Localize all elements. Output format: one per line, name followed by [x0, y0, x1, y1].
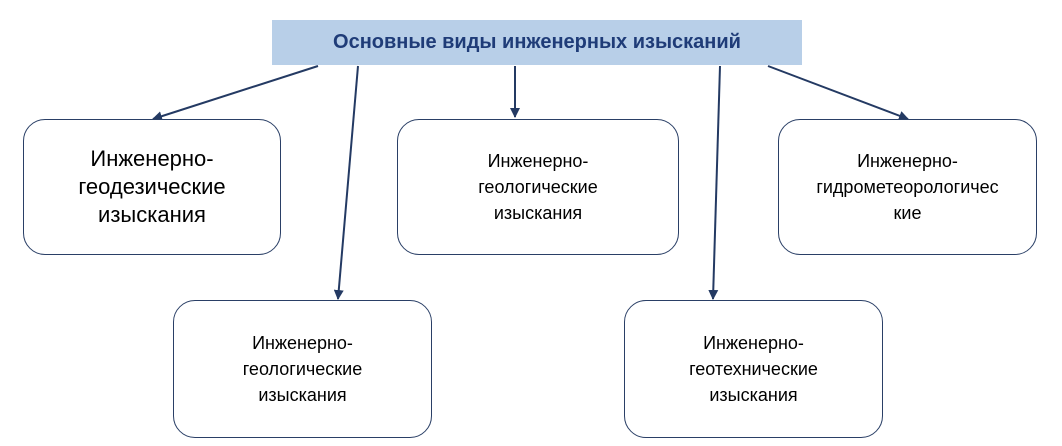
root-title: Основные виды инженерных изысканий: [333, 31, 741, 53]
node-geotechnical: Инженерно- геотехнические изыскания: [624, 300, 883, 438]
node-geological-top-line-2: геологические: [478, 177, 598, 197]
node-geological-top-line-1: Инженерно-: [487, 151, 589, 171]
connector-geotechnical: [708, 65, 721, 300]
connector-hydromet: [767, 65, 909, 121]
node-geotechnical-line-2: геотехнические: [689, 359, 818, 379]
node-geotechnical-line-1: Инженерно-: [703, 333, 804, 353]
node-geological-bottom-line-2: геологические: [242, 359, 363, 379]
node-geological-bottom: Инженерно- геологические изыскания: [173, 300, 432, 438]
node-geotechnical-line-3: изыскания: [709, 385, 798, 405]
node-geological-bottom-line-1: Инженерно-: [252, 333, 353, 353]
connector-geological-bottom: [333, 65, 359, 300]
node-geodetic-line-3: изыскания: [98, 202, 206, 227]
node-geodetic-line-1: Инженерно-: [90, 146, 214, 171]
node-hydromet-line-2: гидрометеорологичес: [816, 177, 999, 197]
node-hydromet-line-1: Инженерно-: [857, 151, 958, 171]
connector-geodetic: [152, 65, 319, 122]
node-hydromet: Инженерно- гидрометеорологичес кие: [778, 119, 1037, 255]
node-geodetic: Инженерно- геодезические изыскания: [23, 119, 281, 255]
node-geological-bottom-line-3: изыскания: [258, 385, 347, 405]
node-geological-top-line-3: изыскания: [493, 203, 583, 223]
node-geodetic-line-2: геодезические: [78, 174, 226, 199]
node-hydromet-line-3: кие: [893, 203, 922, 223]
root-title-box: Основные виды инженерных изысканий: [272, 20, 802, 65]
node-geological-top: Инженерно- геологические изыскания: [397, 119, 679, 255]
